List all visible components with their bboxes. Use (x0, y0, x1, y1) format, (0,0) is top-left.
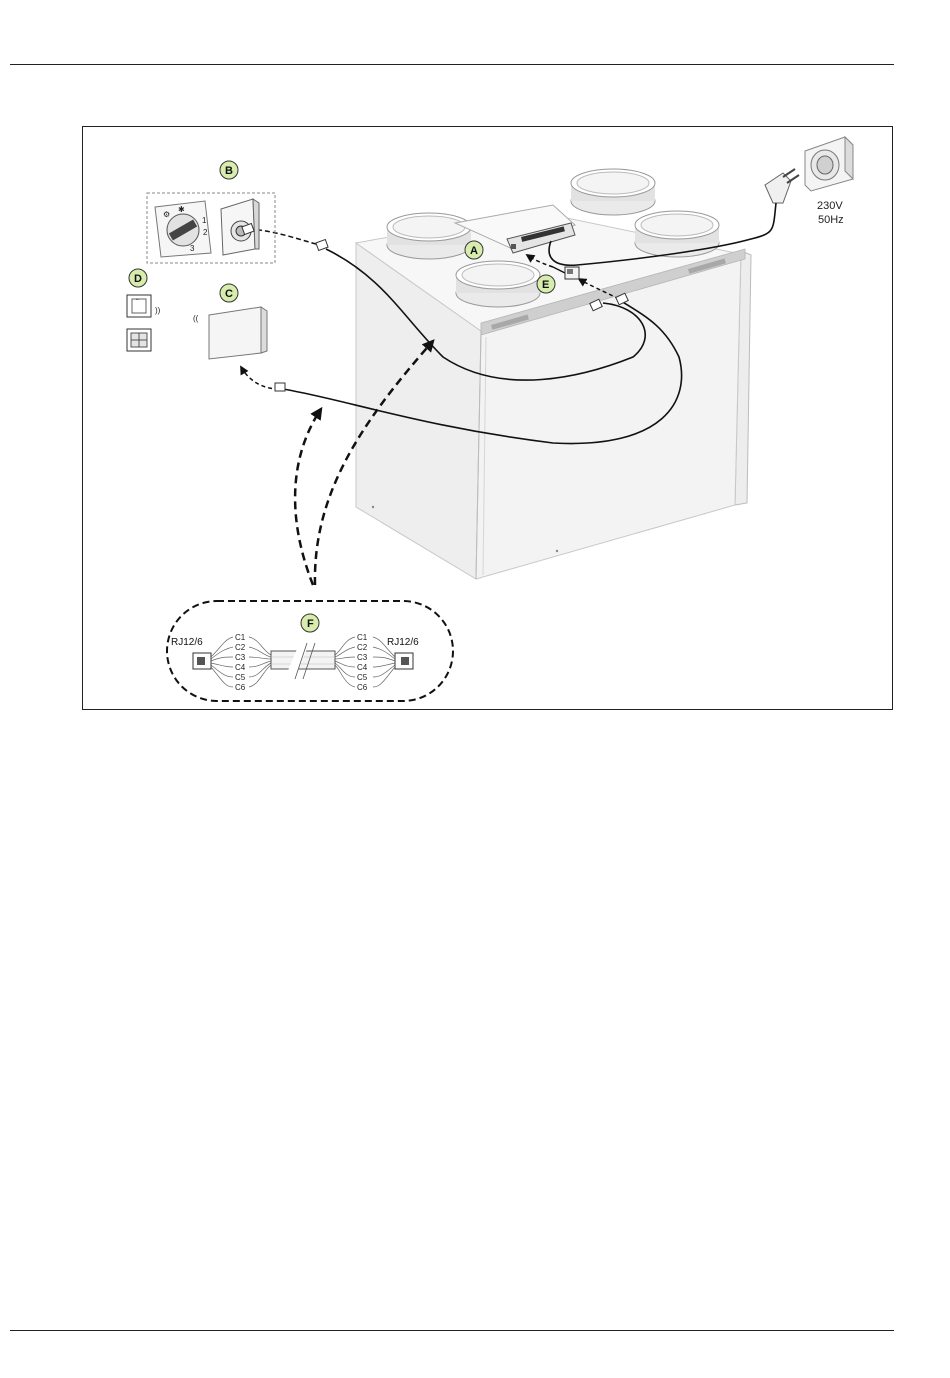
svg-text:B: B (225, 165, 233, 177)
power-plug (765, 169, 799, 203)
rj-label-left: RJ12/6 (171, 637, 203, 648)
badge-b: B (220, 161, 238, 179)
svg-text:⚙: ⚙ (163, 210, 170, 219)
svg-text:E: E (542, 279, 549, 291)
svg-text:3: 3 (190, 244, 195, 253)
svg-text:C4: C4 (235, 663, 246, 672)
diagram-canvas: 230V 50Hz ⚙ ✱ 1 2 3 (( (83, 127, 894, 711)
svg-text:✱: ✱ (178, 205, 185, 214)
svg-text:F: F (307, 618, 314, 630)
svg-text:C2: C2 (235, 643, 246, 652)
power-voltage: 230V (817, 200, 843, 212)
dashed-link-receiver-c (241, 367, 279, 389)
badge-e: E (537, 275, 555, 293)
svg-text:C2: C2 (357, 643, 368, 652)
svg-text:C6: C6 (357, 683, 368, 692)
svg-text:C5: C5 (235, 673, 246, 682)
svg-text:C: C (225, 288, 233, 300)
wiring-diagram: 230V 50Hz ⚙ ✱ 1 2 3 (( (82, 126, 893, 710)
svg-text:C6: C6 (235, 683, 246, 692)
rj-plug-receiver (275, 383, 285, 391)
badge-a: A (465, 241, 483, 259)
svg-text:((: (( (193, 314, 199, 323)
svg-text:C1: C1 (235, 633, 246, 642)
svg-text:C5: C5 (357, 673, 368, 682)
splitter-e (565, 267, 579, 279)
dashed-link-switch-b (249, 229, 320, 245)
rj-label-right: RJ12/6 (387, 637, 419, 648)
header-rule (10, 64, 894, 65)
svg-text:D: D (134, 273, 142, 285)
wireless-remotes-d: ˆ )) (127, 295, 161, 351)
svg-text:C1: C1 (357, 633, 368, 642)
svg-text:A: A (470, 245, 478, 257)
svg-text:)): )) (155, 306, 161, 315)
badge-f: F (301, 614, 319, 632)
switch-group-b: ⚙ ✱ 1 2 3 (147, 193, 275, 263)
svg-text:2: 2 (203, 228, 208, 237)
badge-c: C (220, 284, 238, 302)
duct-spigot-front-left (387, 213, 471, 259)
wall-socket (805, 137, 853, 191)
ventilation-unit (356, 169, 751, 579)
svg-text:C3: C3 (235, 653, 246, 662)
badge-d: D (129, 269, 147, 287)
footer-rule (10, 1330, 894, 1331)
svg-text:C3: C3 (357, 653, 368, 662)
arrow-f-to-receiver-cable (295, 409, 321, 585)
duct-spigot-front-right (456, 261, 540, 307)
power-frequency: 50Hz (818, 214, 844, 226)
svg-text:1: 1 (202, 216, 207, 225)
receiver-c: (( (193, 307, 267, 359)
svg-text:C4: C4 (357, 663, 368, 672)
duct-spigot-back-right (635, 211, 719, 257)
duct-spigot-back-left (571, 169, 655, 215)
svg-text:ˆ: ˆ (136, 298, 139, 307)
